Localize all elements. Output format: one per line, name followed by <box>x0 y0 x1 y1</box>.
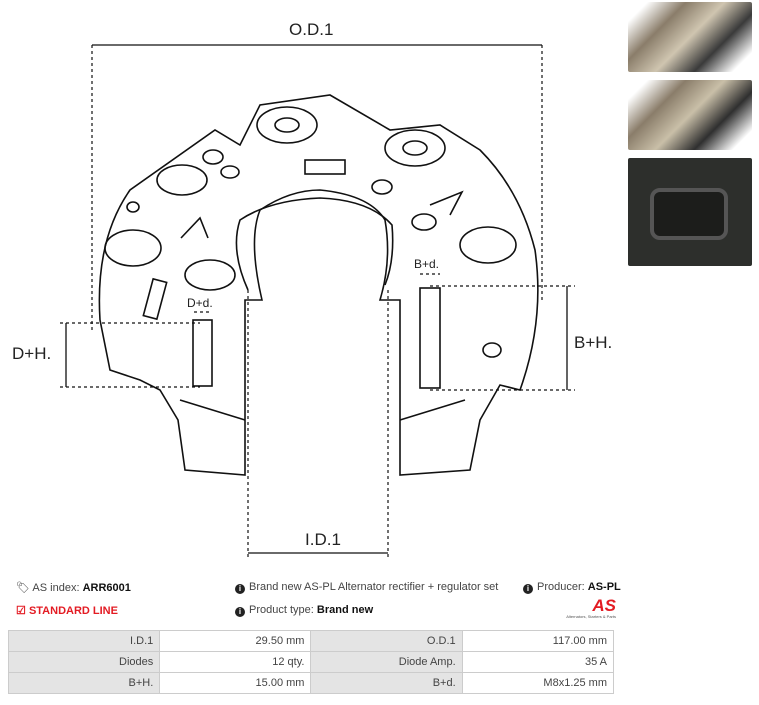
info-icon: i <box>235 584 245 594</box>
spec-label: B+H. <box>7 672 161 694</box>
spec-label: Diode Amp. <box>310 651 463 673</box>
spec-value: 15.00 mm <box>159 672 312 694</box>
as-index: 🏷 AS index: ARR6001 <box>16 582 131 594</box>
od-label: O.D.1 <box>289 20 334 39</box>
product-photo-2[interactable] <box>628 80 752 150</box>
dh-label: D+H. <box>12 344 52 363</box>
technical-drawing <box>60 44 575 560</box>
spec-label: I.D.1 <box>7 630 161 652</box>
product-photo-1[interactable] <box>628 2 752 72</box>
tag-icon: 🏷 <box>16 582 30 594</box>
product-photo-3[interactable] <box>628 158 752 266</box>
spec-value: 35 A <box>461 651 615 673</box>
spec-value: 29.50 mm <box>159 630 312 652</box>
spec-label: Diodes <box>7 651 161 673</box>
spec-value: 117.00 mm <box>461 630 615 652</box>
id-label: I.D.1 <box>305 530 341 549</box>
spec-label: O.D.1 <box>310 630 463 652</box>
info-icon: i <box>235 607 245 617</box>
as-pl-logo: AS Alternators, Starters & Parts <box>566 596 616 619</box>
dd-label: D+d. <box>187 296 213 310</box>
bh-label: B+H. <box>574 333 613 352</box>
standard-line: ☑ STANDARD LINE <box>16 605 118 617</box>
bd-label: B+d. <box>414 257 440 271</box>
info-icon: i <box>523 584 533 594</box>
spec-value: 12 qty. <box>159 651 312 673</box>
checkbox-icon: ☑ <box>16 605 26 617</box>
spec-label: B+d. <box>310 672 463 694</box>
spec-value: M8x1.25 mm <box>461 672 615 694</box>
